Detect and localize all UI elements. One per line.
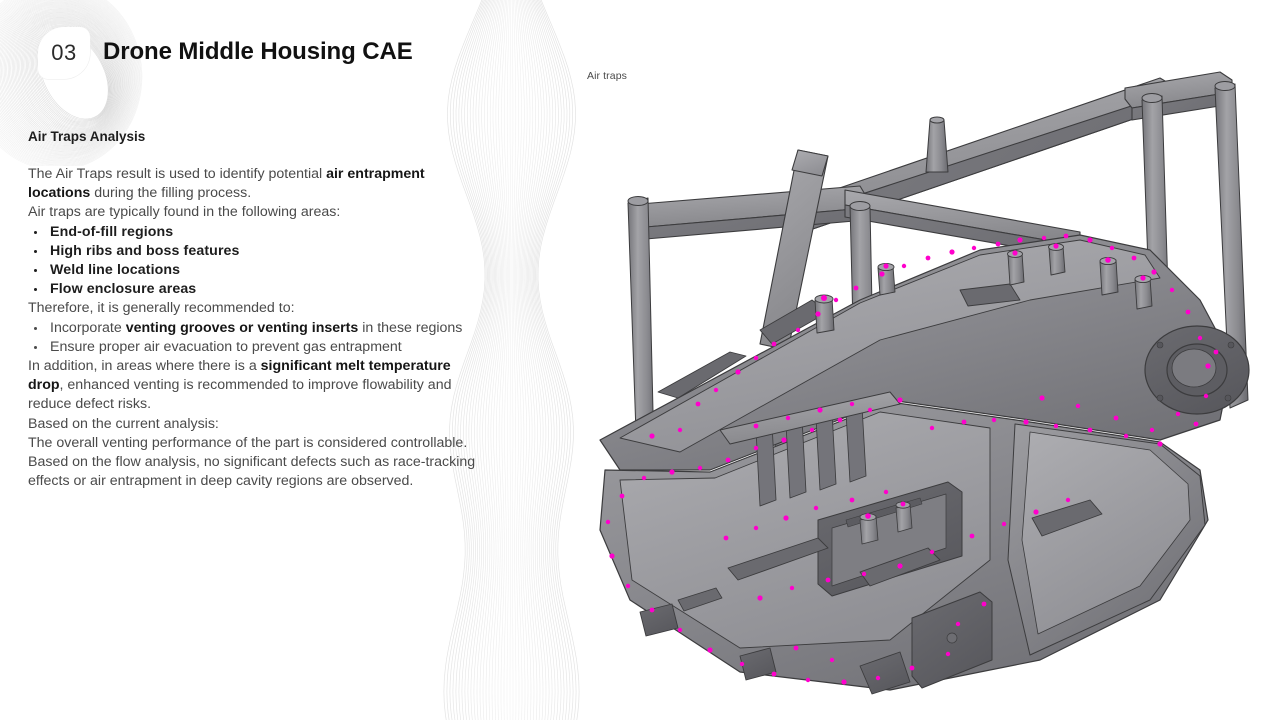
areas-bullet-list: End-of-fill regions High ribs and boss f… (28, 223, 480, 300)
list-item: Weld line locations (28, 261, 480, 280)
conclusion-line-2: Based on the flow analysis, no significa… (28, 454, 476, 490)
section-number: 03 (51, 40, 77, 65)
intro-text-c: during the filling process. (90, 185, 252, 202)
page-title: Drone Middle Housing CAE (103, 38, 413, 65)
air-traps-result-label: Air traps (587, 70, 627, 82)
addition-paragraph: In addition, in areas where there is a s… (28, 357, 480, 415)
list-item: End-of-fill regions (28, 223, 480, 242)
list-item: Flow enclosure areas (28, 280, 480, 299)
intro-paragraph: The Air Traps result is used to identify… (28, 165, 480, 203)
conclusion-line-1: The overall venting performance of the p… (28, 434, 468, 451)
conclusion-lead-line: Based on the current analysis: (28, 415, 219, 432)
list-item: High ribs and boss features (28, 242, 480, 261)
rec-text-pre: Ensure proper air evacuation to prevent … (50, 338, 402, 355)
intro-text-bold: air entrapment locations (28, 166, 425, 202)
intro-text-a: The Air Traps result is used to identify… (28, 166, 327, 182)
housing-part (599, 234, 1250, 695)
areas-lead-line: Air traps are typically found in the fol… (28, 204, 341, 221)
addition-text-bold: significant melt temperature drop (28, 358, 451, 394)
list-item: Ensure proper air evacuation to prevent … (28, 338, 480, 357)
rec-text-post: in these regions (358, 319, 463, 336)
addition-text-a: In addition, in areas where there is a (28, 358, 261, 375)
rec-text-bold: venting grooves or venting inserts (125, 319, 359, 336)
rec-text-pre: Incorporate (50, 319, 126, 336)
list-item: Incorporate venting grooves or venting i… (28, 319, 480, 338)
recommendation-bullet-list: Incorporate venting grooves or venting i… (28, 319, 480, 357)
addition-text-c: , enhanced venting is recommended to imp… (28, 377, 452, 413)
section-number-badge: 03 (38, 27, 90, 79)
analysis-text-column: Air Traps Analysis The Air Traps result … (28, 128, 480, 491)
slide-header: 03 Drone Middle Housing CAE (0, 0, 760, 100)
recommendation-lead-line: Therefore, it is generally recommended t… (28, 300, 295, 317)
section-subheading: Air Traps Analysis (28, 129, 146, 144)
air-trap-markers (605, 233, 1219, 685)
cae-model-viewport[interactable] (560, 0, 1280, 720)
